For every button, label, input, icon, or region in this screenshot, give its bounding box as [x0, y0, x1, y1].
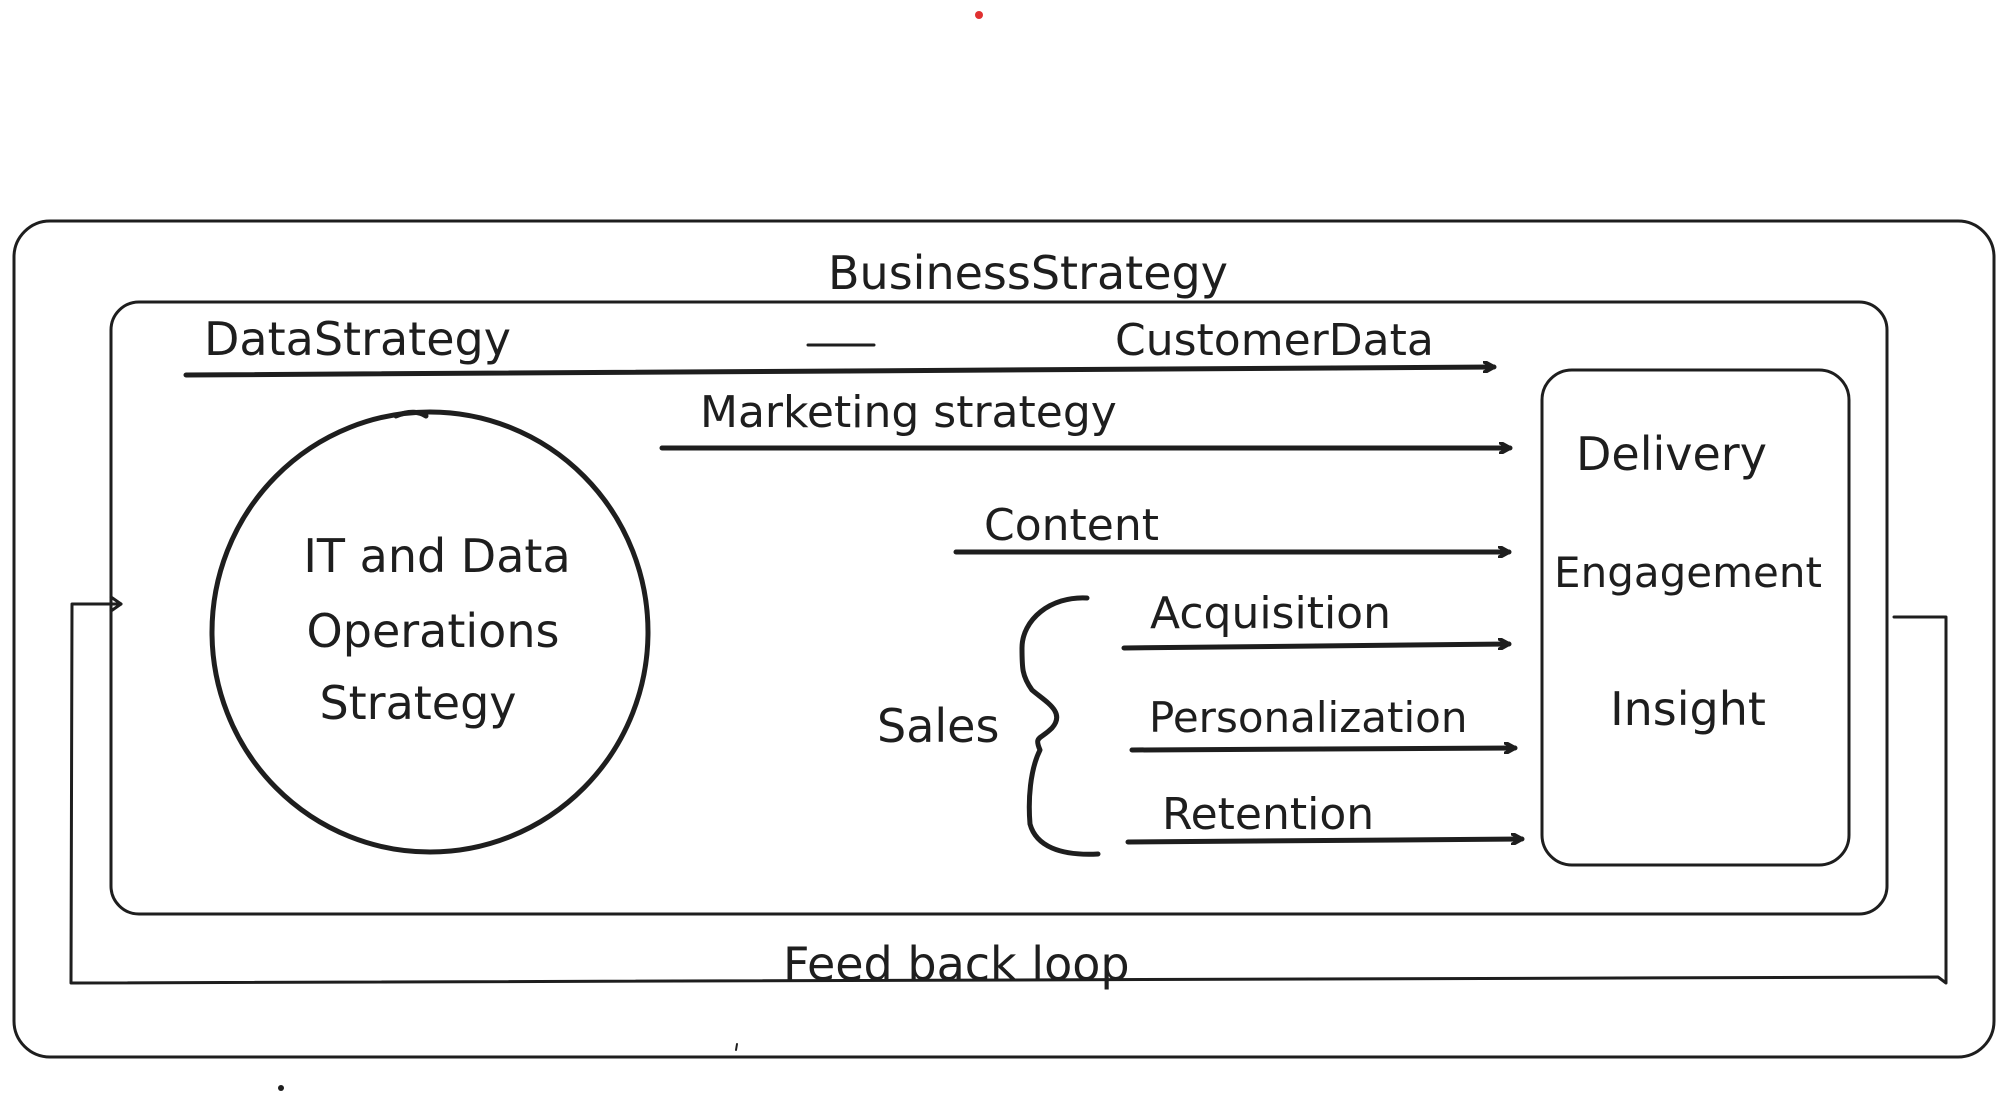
feedback-loop-label: Feed back loop: [783, 937, 1130, 991]
sales-label: Sales: [877, 699, 999, 753]
customer-data-label: CustomerData: [1115, 315, 1434, 366]
acquisition-label: Acquisition: [1150, 588, 1391, 639]
sales-brace: [1019, 595, 1101, 857]
outcome-insight: Insight: [1610, 682, 1766, 736]
feedback-loop-line: [69, 602, 1948, 985]
retention-arrow: [1125, 839, 1525, 842]
personalization-label: Personalization: [1149, 693, 1467, 742]
acquisition-arrow: [1121, 644, 1512, 651]
red-dot: [975, 11, 983, 19]
feedback-loop-arrowhead: [109, 595, 123, 613]
stray-tick: [735, 1043, 738, 1051]
outcome-delivery: Delivery: [1576, 427, 1767, 481]
business-strategy-box: [12, 219, 1996, 1059]
it-operations-circle: [209, 409, 651, 855]
stray-dot: [278, 1085, 284, 1091]
retention-label: Retention: [1162, 789, 1374, 840]
outcomes-box: [1540, 368, 1851, 867]
circle-line-3: Strategy: [319, 676, 516, 730]
circle-overlap-mark: [393, 409, 429, 419]
personalization-arrow: [1129, 748, 1518, 750]
circle-line-1: IT and Data: [303, 529, 570, 583]
data-strategy-box: [109, 300, 1889, 916]
customer-data-arrow: [183, 367, 1497, 378]
business-strategy-label: BusinessStrategy: [828, 246, 1228, 300]
marketing-strategy-label: Marketing strategy: [700, 387, 1117, 438]
data-strategy-label: DataStrategy: [204, 312, 511, 366]
content-label: Content: [984, 500, 1159, 551]
outcome-engagement: Engagement: [1554, 548, 1822, 597]
circle-line-2: Operations: [307, 604, 560, 658]
